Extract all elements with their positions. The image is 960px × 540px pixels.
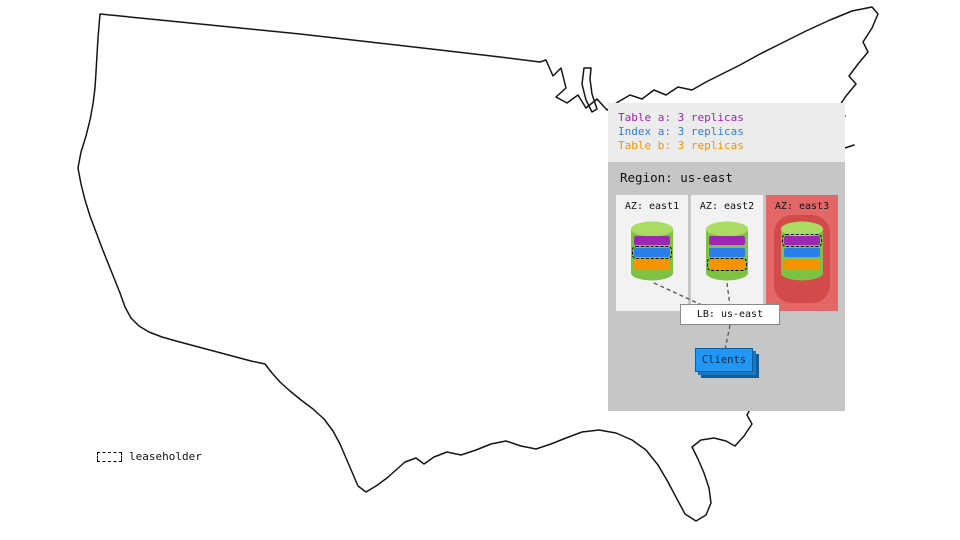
load-balancer-box: LB: us-east (680, 304, 780, 325)
az-east1-panel: AZ: east1 (616, 195, 688, 311)
db-node-east3 (780, 220, 824, 282)
az-east3-panel: AZ: east3 (766, 195, 838, 311)
leaseholder-legend-label: leaseholder (129, 450, 202, 463)
region-us-east-panel: Region: us-east AZ: east1 (608, 162, 845, 411)
replica-bar-table-b-leaseholder (707, 258, 747, 271)
replica-count-legend: Table a: 3 replicas Index a: 3 replicas … (608, 103, 845, 162)
db-node-east2 (705, 220, 749, 282)
leaseholder-swatch-icon (97, 451, 122, 462)
az-east2-panel: AZ: east2 (691, 195, 763, 311)
replica-bar-table-a-leaseholder (782, 234, 822, 247)
region-title: Region: us-east (620, 170, 733, 185)
replica-bars-east3 (782, 234, 822, 269)
clients-box: Clients (695, 348, 753, 372)
replica-bars-east1 (632, 236, 672, 269)
connector-lb-to-clients (724, 324, 731, 351)
legend-item-index-a: Index a: 3 replicas (618, 125, 744, 138)
az-east1-label: AZ: east1 (624, 201, 680, 212)
replica-bar-table-b (634, 260, 670, 269)
legend-item-table-a: Table a: 3 replicas (618, 111, 744, 124)
replica-bars-east2 (707, 236, 747, 271)
legend-item-table-b: Table b: 3 replicas (618, 139, 744, 152)
us-map-path (77, 6, 879, 522)
lake-michigan-path (581, 67, 598, 113)
replica-bar-index-a (709, 248, 745, 257)
replica-bar-index-a-leaseholder (632, 246, 672, 259)
replica-bar-table-b (784, 260, 820, 269)
az-east3-label: AZ: east3 (774, 201, 830, 212)
az-east2-label: AZ: east2 (699, 201, 755, 212)
replica-bar-table-a (634, 236, 670, 245)
leaseholder-legend: leaseholder (97, 450, 202, 463)
db-node-east1 (630, 220, 674, 282)
replica-bar-index-a (784, 248, 820, 257)
replica-bar-table-a (709, 236, 745, 245)
az-row: AZ: east1 AZ: east2 (616, 195, 838, 311)
